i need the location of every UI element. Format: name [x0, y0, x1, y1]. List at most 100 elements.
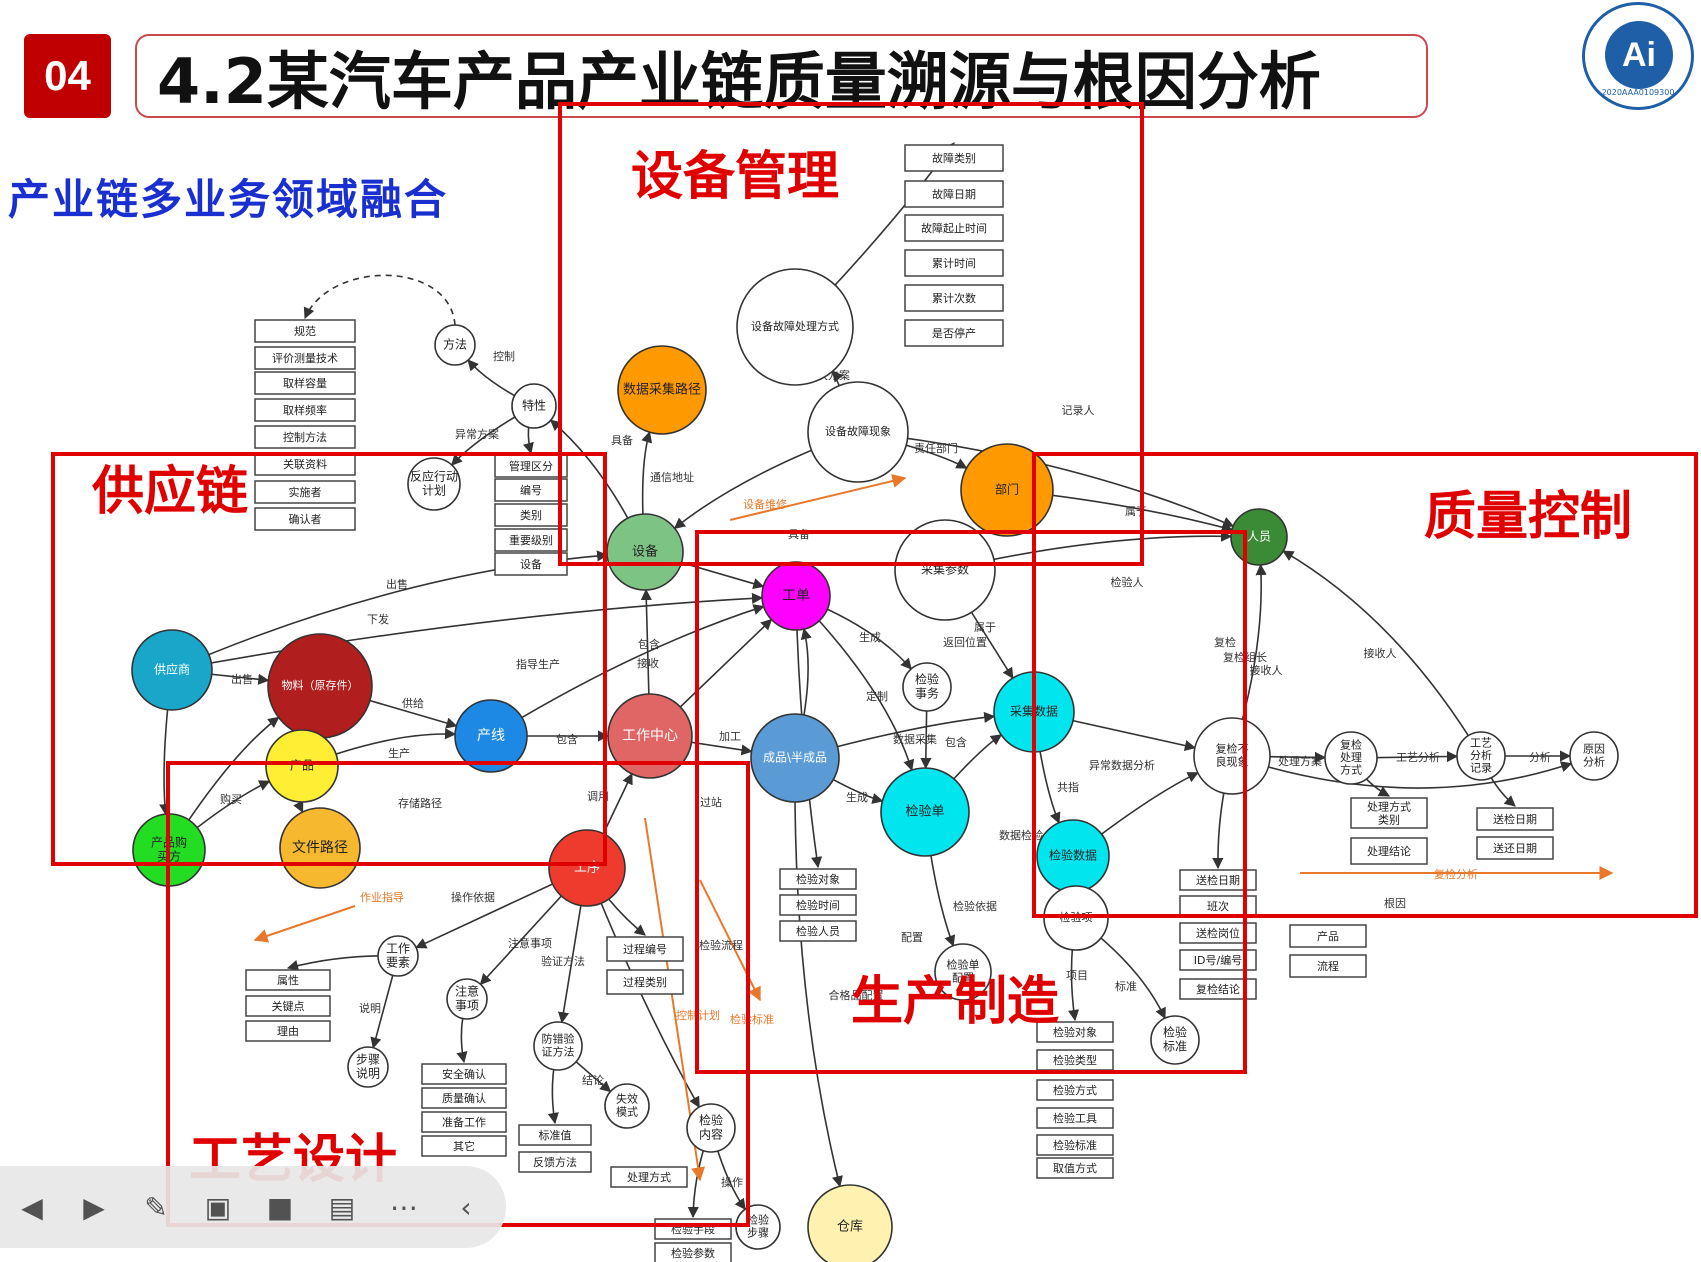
- relation-edge: [794, 757, 843, 1188]
- edge-label: 作业指导: [360, 890, 404, 904]
- entity-node-label: 成品\半成品: [763, 751, 827, 765]
- entity-node-label: 设备故障处理方式: [751, 319, 839, 333]
- edge-label: 定制: [866, 689, 888, 703]
- attribute-box-label: 送检岗位: [1196, 926, 1240, 940]
- attribute-box-label: 班次: [1207, 899, 1229, 913]
- attribute-box-label: 类别: [520, 508, 542, 522]
- attribute-box-label: 送检日期: [1196, 873, 1240, 887]
- attribute-box: [904, 249, 1004, 277]
- entity-node: [1193, 717, 1271, 795]
- attribute-box-label: 规范: [294, 324, 316, 338]
- attribute-box: [494, 503, 568, 527]
- attribute-box-label: 质量确认: [442, 1092, 486, 1105]
- edge-label: 复检: [1214, 635, 1236, 649]
- entity-node-label: 方法: [443, 337, 467, 352]
- edge-label: 责任部门: [914, 441, 958, 455]
- attribute-box: [1289, 954, 1367, 978]
- zoom-icon[interactable]: ▣: [204, 1190, 232, 1224]
- domain-region-label: 质量控制: [1424, 487, 1632, 547]
- edge-label: 检验依据: [953, 899, 997, 913]
- edge-label: 返回位置: [943, 635, 987, 649]
- attribute-box: [904, 214, 1004, 242]
- attribute-box-label: 实施者: [289, 485, 322, 499]
- attribute-box: [1179, 922, 1257, 944]
- edge-label: 操作: [721, 1175, 743, 1189]
- attribute-box-label: 标准值: [539, 1128, 572, 1142]
- subtitle-icon[interactable]: ▤: [328, 1190, 356, 1224]
- edge-label: 操作依据: [451, 890, 495, 904]
- entity-node: [934, 943, 992, 1001]
- camera-icon[interactable]: ■: [266, 1190, 294, 1224]
- attribute-box-label: 处理方式: [627, 1170, 671, 1184]
- attribute-box-label: 评价测量技术: [272, 352, 338, 365]
- attribute-box-label: 故障起止时间: [921, 221, 987, 235]
- entity-node: [750, 713, 840, 803]
- entity-node-label: 文件路径: [292, 840, 348, 856]
- entity-node-label: 特性: [522, 398, 546, 413]
- more-icon[interactable]: ⋯: [390, 1190, 418, 1224]
- attribute-box: [904, 180, 1004, 208]
- play-icon[interactable]: ▶: [83, 1190, 105, 1224]
- edge-label: 下发: [367, 612, 389, 626]
- attribute-box-label: 检验对象: [1053, 1025, 1097, 1039]
- edge-label: 存储路径: [398, 796, 442, 810]
- edge-label: 验证方法: [541, 954, 585, 968]
- edge-label: 处理方案: [1278, 754, 1322, 768]
- attribute-box: [1179, 869, 1257, 891]
- attribute-box-label: 是否停产: [932, 326, 976, 340]
- edge-label: 检验标准: [730, 1012, 774, 1026]
- attribute-box: [245, 995, 331, 1017]
- pen-icon[interactable]: ✎: [144, 1190, 168, 1224]
- entity-node-label: 检验内容: [699, 1113, 723, 1142]
- entity-node-label: 原因分析: [1583, 743, 1605, 769]
- attribute-box-label: 检验人员: [796, 924, 840, 938]
- entity-node-label: 防错验证方法: [542, 1032, 575, 1059]
- entity-node: [617, 345, 707, 435]
- attribute-box: [1036, 1107, 1114, 1129]
- attribute-box: [606, 936, 684, 962]
- attribute-box-label: 管理区分: [509, 459, 553, 473]
- attribute-box: [245, 969, 331, 991]
- attribute-box-label: 重要级别: [509, 533, 553, 547]
- attribute-box-label: 设备: [520, 557, 542, 571]
- project-logo: Ai 2020AAA0109300: [1582, 2, 1694, 110]
- edge-label: 说明: [359, 1001, 381, 1015]
- attribute-box-label: 属性: [277, 973, 299, 987]
- collapse-icon[interactable]: ‹: [460, 1190, 472, 1224]
- entity-node-label: 工作中心: [622, 728, 678, 744]
- edge-label: 属于: [974, 621, 996, 634]
- entity-node: [902, 662, 952, 712]
- attribute-box-label: 检验对象: [796, 872, 840, 886]
- entity-node-label: 产线: [477, 728, 505, 744]
- attribute-box-label: 确认者: [289, 513, 322, 526]
- entity-node-label: 仓库: [837, 1219, 863, 1235]
- entity-node: [607, 693, 693, 779]
- entity-node: [407, 457, 461, 511]
- attribute-box: [518, 1151, 592, 1173]
- relation-edge: [1231, 755, 1573, 789]
- attribute-box-label: 关联资料: [283, 457, 327, 471]
- edge-label: 异常方案: [455, 427, 499, 441]
- attribute-box: [494, 478, 568, 502]
- attribute-box-label: 产品: [1317, 929, 1339, 943]
- attribute-box-label: 取样频率: [283, 403, 327, 417]
- attribute-box-label: 检验工具: [1053, 1111, 1097, 1125]
- attribute-box: [254, 480, 356, 504]
- entity-node-label: 检验标准: [1163, 1025, 1187, 1054]
- edge-label: 通信地址: [650, 470, 694, 484]
- prev-icon[interactable]: ◀: [21, 1190, 43, 1224]
- entity-node-label: 设备故障现象: [825, 424, 891, 438]
- edge-label: 购买: [220, 792, 242, 806]
- entity-node-label: 物料（原存件）: [282, 678, 359, 692]
- entity-node: [511, 383, 557, 429]
- attribute-box-label: 过程类别: [623, 975, 667, 989]
- entity-node-label: 设备: [632, 544, 658, 560]
- edge-label: 合格品配置: [829, 988, 884, 1002]
- edge-label: 包含: [945, 735, 967, 749]
- attribute-box: [421, 1111, 507, 1133]
- attribute-box-label: ID号/编号: [1194, 953, 1242, 967]
- entity-node-label: 检验事务: [915, 672, 939, 701]
- edge-label: 指导生产: [516, 657, 560, 671]
- entity-node: [434, 324, 476, 366]
